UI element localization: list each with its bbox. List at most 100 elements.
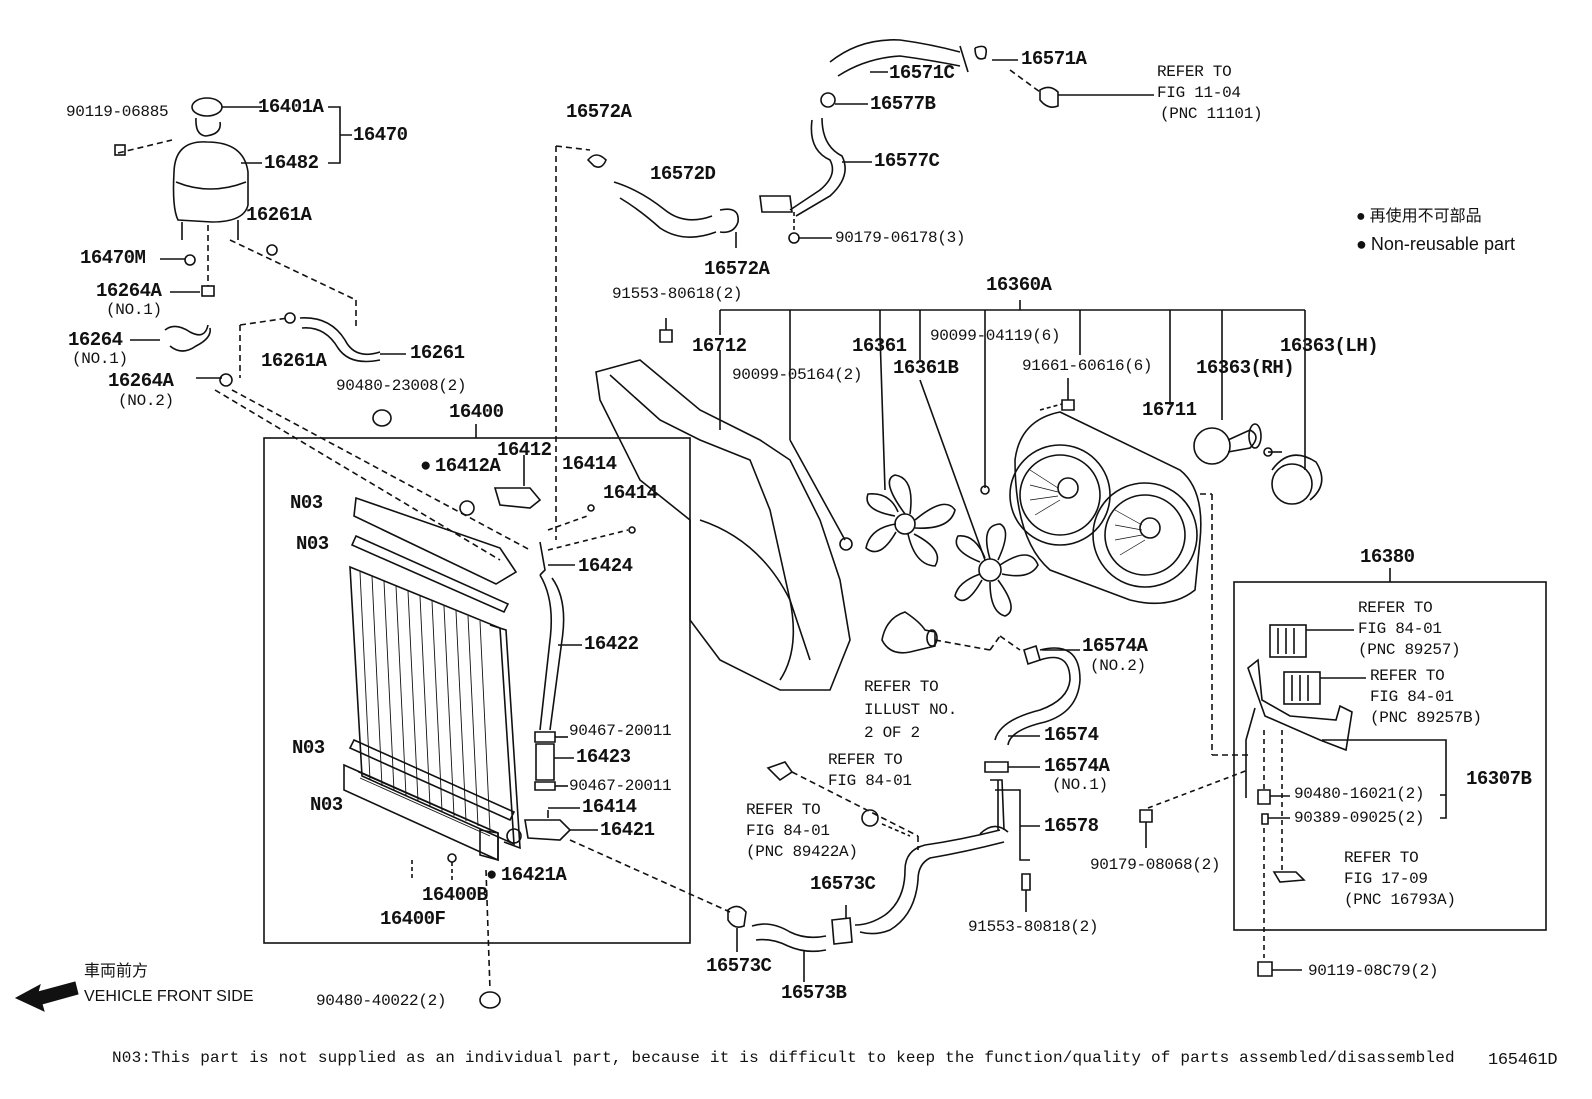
label-16577B[interactable]: 16577B <box>870 93 936 115</box>
label-16264[interactable]: 16264 <box>68 329 123 351</box>
ref-fig-11-04-line1: REFER TO <box>1157 63 1232 81</box>
ref-89257-line2[interactable]: FIG 84-01 <box>1358 620 1442 638</box>
label-16470M[interactable]: 16470M <box>80 247 146 269</box>
label-90179-06178[interactable]: 90179-06178(3) <box>835 229 966 247</box>
label-16400[interactable]: 16400 <box>449 401 504 423</box>
ref-fig-84-01-b-line1: REFER TO <box>746 801 821 819</box>
ref-89257b-line2[interactable]: FIG 84-01 <box>1370 688 1454 706</box>
relay-1 <box>1269 624 1354 658</box>
ref-illust-line3: 2 OF 2 <box>864 724 920 742</box>
label-16414-c[interactable]: 16414 <box>582 796 637 818</box>
label-16422[interactable]: 16422 <box>584 633 639 655</box>
label-16572A-upper[interactable]: 16572A <box>566 101 632 123</box>
label-16414-a[interactable]: 16414 <box>562 453 617 475</box>
ref-fig-84-01-b-line3: (PNC 89422A) <box>746 843 858 861</box>
label-16307B[interactable]: 16307B <box>1466 768 1532 790</box>
label-16571C[interactable]: 16571C <box>889 62 955 84</box>
label-16363-lh[interactable]: 16363(LH) <box>1280 335 1379 357</box>
label-16482[interactable]: 16482 <box>264 152 319 174</box>
label-n03-3: N03 <box>292 737 325 759</box>
label-90389-09025[interactable]: 90389-09025(2) <box>1294 809 1425 827</box>
label-16572A-lower[interactable]: 16572A <box>704 258 770 280</box>
label-16264A-no2[interactable]: 16264A <box>108 370 174 392</box>
fan-motor-rh <box>1193 423 1262 465</box>
label-90099-04119[interactable]: 90099-04119(6) <box>930 327 1061 345</box>
label-n03-2: N03 <box>296 533 329 555</box>
ref-illust-line1: REFER TO <box>864 678 939 696</box>
label-n03-4: N03 <box>310 794 343 816</box>
label-90480-40022[interactable]: 90480-40022(2) <box>316 992 447 1010</box>
label-n03-1: N03 <box>290 492 323 514</box>
label-91661-60616[interactable]: 91661-60616(6) <box>1022 357 1153 375</box>
label-16574[interactable]: 16574 <box>1044 724 1099 746</box>
label-no2-b: (NO.2) <box>1090 657 1146 675</box>
ref-89257-line1: REFER TO <box>1358 599 1433 617</box>
label-16261A-upper[interactable]: 16261A <box>246 204 312 226</box>
label-16577C[interactable]: 16577C <box>874 150 940 172</box>
label-16400F[interactable]: 16400F <box>380 908 446 930</box>
label-16470[interactable]: 16470 <box>353 124 408 146</box>
label-16414-b[interactable]: 16414 <box>603 482 658 504</box>
label-90480-23008[interactable]: 90480-23008(2) <box>336 377 467 395</box>
label-16380[interactable]: 16380 <box>1360 546 1415 568</box>
label-90119-08C79[interactable]: 90119-08C79(2) <box>1308 962 1439 980</box>
ref-fig-11-04-line3: (PNC 11101) <box>1160 105 1263 123</box>
label-16412A[interactable]: 16412A <box>420 455 501 477</box>
label-16361B[interactable]: 16361B <box>893 357 959 379</box>
front-side-en: VEHICLE FRONT SIDE <box>84 988 254 1005</box>
label-16421A[interactable]: 16421A <box>486 864 567 886</box>
ref-16793a-line2[interactable]: FIG 17-09 <box>1344 870 1428 888</box>
label-no1-a: (NO.1) <box>106 301 162 319</box>
label-90480-16021[interactable]: 90480-16021(2) <box>1294 785 1425 803</box>
label-16363-rh[interactable]: 16363(RH) <box>1196 357 1295 379</box>
radiator-assembly-box <box>263 437 691 944</box>
fan-shroud-16711 <box>1009 411 1202 605</box>
legend-jp: 再使用不可部品 <box>1356 208 1482 225</box>
label-no2-a: (NO.2) <box>118 392 174 410</box>
relay-2 <box>1283 671 1366 705</box>
ref-89257-line3: (PNC 89257) <box>1358 641 1461 659</box>
label-16571A[interactable]: 16571A <box>1021 48 1087 70</box>
label-16401A[interactable]: 16401A <box>258 96 324 118</box>
label-16712[interactable]: 16712 <box>692 335 747 357</box>
label-16361[interactable]: 16361 <box>852 335 907 357</box>
ref-fig-84-01-b-line2[interactable]: FIG 84-01 <box>746 822 830 840</box>
ref-fig-84-01-a-line1: REFER TO <box>828 751 903 769</box>
label-16261A-lower[interactable]: 16261A <box>261 350 327 372</box>
label-16261[interactable]: 16261 <box>410 342 465 364</box>
ref-illust-line2[interactable]: ILLUST NO. <box>864 701 958 719</box>
label-16574A-no1[interactable]: 16574A <box>1044 755 1110 777</box>
label-16578[interactable]: 16578 <box>1044 815 1099 837</box>
label-16573B[interactable]: 16573B <box>781 982 847 1004</box>
label-91553-80618[interactable]: 91553-80618(2) <box>612 285 743 303</box>
label-90467-20011-b[interactable]: 90467-20011 <box>569 777 672 795</box>
label-90119-06885[interactable]: 90119-06885 <box>66 103 169 121</box>
ref-fig-84-01-a-line2[interactable]: FIG 84-01 <box>828 772 912 790</box>
label-91553-80818[interactable]: 91553-80818(2) <box>968 918 1099 936</box>
water-outlet-housing <box>881 611 938 654</box>
front-arrow-icon <box>14 981 79 1012</box>
label-90099-05164[interactable]: 90099-05164(2) <box>732 366 863 384</box>
label-16424[interactable]: 16424 <box>578 555 633 577</box>
label-90467-20011-a[interactable]: 90467-20011 <box>569 722 672 740</box>
label-16573C-left[interactable]: 16573C <box>706 955 772 977</box>
label-16423[interactable]: 16423 <box>576 746 631 768</box>
label-16574A-no2[interactable]: 16574A <box>1082 635 1148 657</box>
label-16400B[interactable]: 16400B <box>422 884 488 906</box>
label-16572D[interactable]: 16572D <box>650 163 716 185</box>
ref-fig-11-04-line2[interactable]: FIG 11-04 <box>1157 84 1241 102</box>
label-no1-c: (NO.1) <box>1052 776 1108 794</box>
label-16421[interactable]: 16421 <box>600 819 655 841</box>
label-16412[interactable]: 16412 <box>497 439 552 461</box>
label-16573C-right[interactable]: 16573C <box>810 873 876 895</box>
figure-id: 165461D <box>1488 1051 1558 1070</box>
ref-89257b-line3: (PNC 89257B) <box>1370 709 1482 727</box>
fan-16361B <box>954 523 1039 617</box>
label-16264A-no1[interactable]: 16264A <box>96 280 162 302</box>
front-side-jp: 車両前方 <box>84 963 149 980</box>
label-16360A[interactable]: 16360A <box>986 274 1052 296</box>
label-16711[interactable]: 16711 <box>1142 399 1197 421</box>
label-90179-08068[interactable]: 90179-08068(2) <box>1090 856 1221 874</box>
